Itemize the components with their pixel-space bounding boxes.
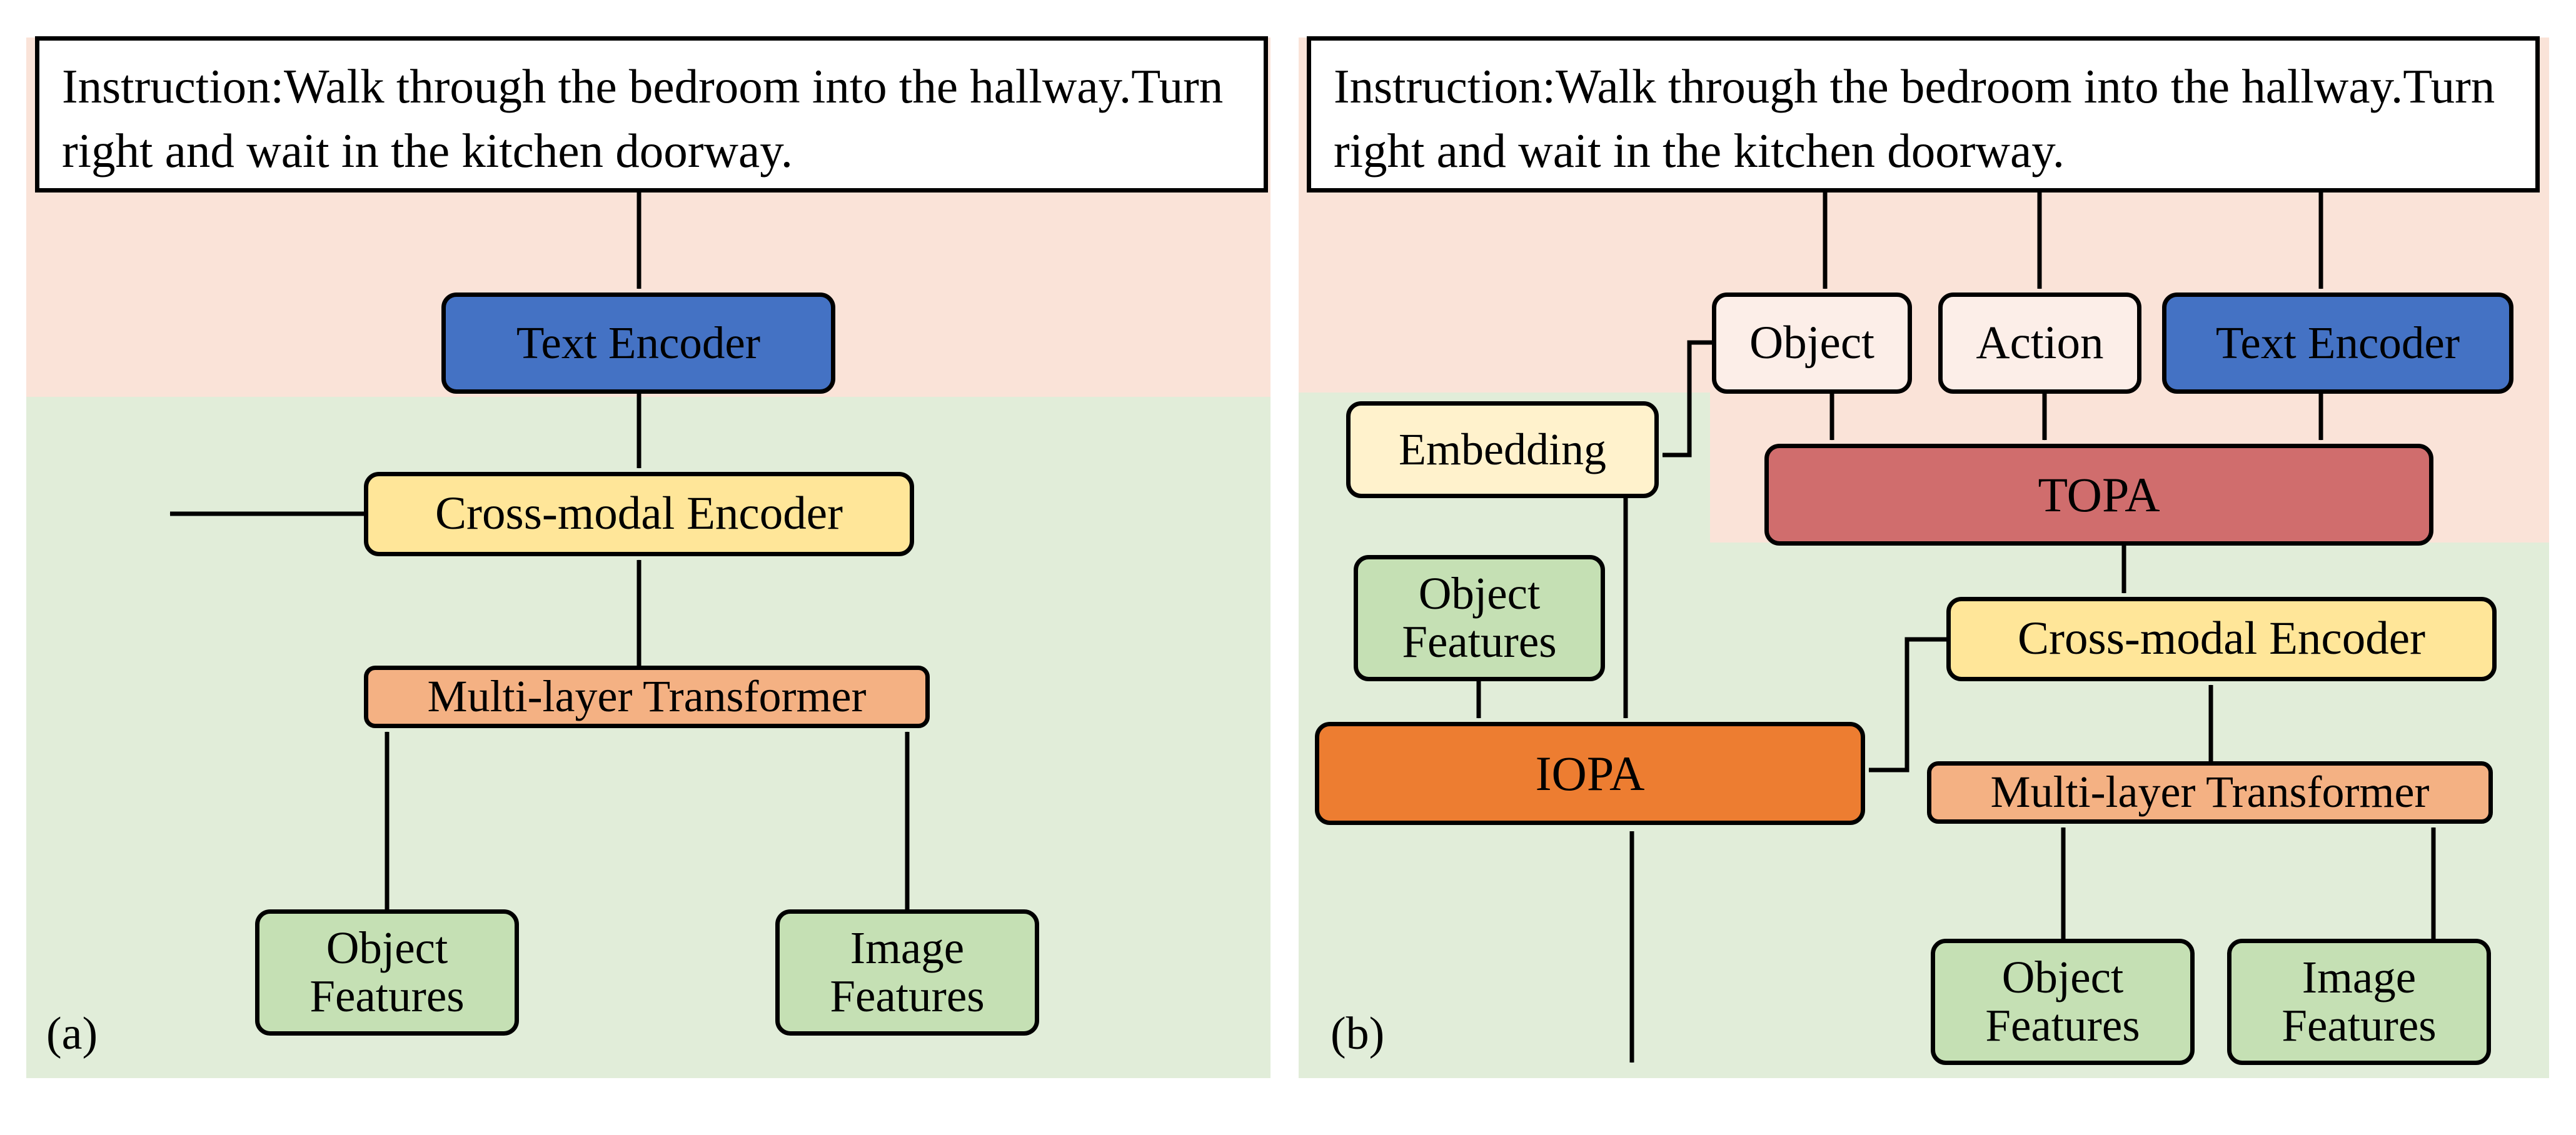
panel-b-object-word: Object xyxy=(1712,292,1912,394)
panel-a-object-features: Object Features xyxy=(255,909,519,1036)
panel-b-object-features-top: Object Features xyxy=(1354,555,1605,681)
panel-b-text-encoder: Text Encoder xyxy=(2162,292,2513,394)
panel-b-multi-layer-transformer: Multi-layer Transformer xyxy=(1927,761,2493,824)
panel-a-instruction-box: Instruction:Walk through the bedroom int… xyxy=(35,36,1268,192)
panel-b-label: (b) xyxy=(1331,1008,1385,1059)
panel-b-iopa: IOPA xyxy=(1315,722,1865,825)
panel-a-image-features: Image Features xyxy=(775,909,1039,1036)
panel-b-embedding: Embedding xyxy=(1346,401,1659,498)
panel-b-object-features-bottom: Object Features xyxy=(1931,939,2195,1065)
panel-a-label: (a) xyxy=(46,1008,98,1059)
panel-b-instruction-box: Instruction:Walk through the bedroom int… xyxy=(1307,36,2540,192)
panel-a-multi-layer-transformer: Multi-layer Transformer xyxy=(364,666,930,728)
panel-b-action-word: Action xyxy=(1938,292,2141,394)
panel-b-image-features: Image Features xyxy=(2227,939,2491,1065)
panel-b-topa: TOPA xyxy=(1764,444,2433,546)
panel-a-text-encoder: Text Encoder xyxy=(441,292,835,394)
arrow-b-cross-modal-to-iopa xyxy=(1868,637,1946,772)
panel-b-cross-modal-encoder: Cross-modal Encoder xyxy=(1946,597,2497,681)
panel-a-cross-modal-encoder: Cross-modal Encoder xyxy=(364,472,914,556)
arrow-b-object-to-embedding xyxy=(1662,340,1712,458)
